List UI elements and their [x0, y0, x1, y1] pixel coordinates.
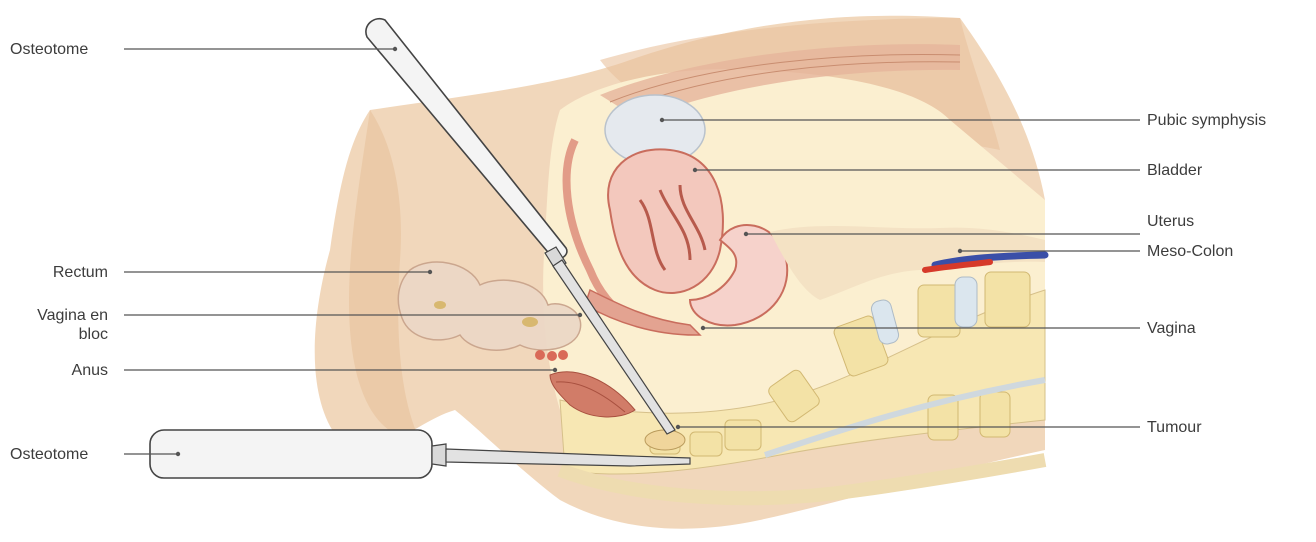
- label-meso-colon: Meso-Colon: [1147, 242, 1233, 261]
- label-osteotome-bottom: Osteotome: [10, 445, 118, 464]
- label-uterus: Uterus: [1147, 212, 1194, 231]
- label-rectum: Rectum: [10, 263, 108, 282]
- label-vagina-en-bloc-line2: bloc: [10, 325, 108, 344]
- label-vagina-en-bloc-line1: Vagina en: [10, 306, 108, 325]
- label-vagina: Vagina: [1147, 319, 1196, 338]
- label-meso-colon-text: Meso-Colon: [1147, 243, 1233, 260]
- label-osteotome-top: Osteotome: [10, 40, 118, 59]
- label-osteotome-bottom-text: Osteotome: [10, 446, 88, 463]
- label-pubic-symphysis: Pubic symphysis: [1147, 111, 1266, 130]
- label-rectum-text: Rectum: [53, 264, 108, 281]
- tumour-shape: [645, 430, 685, 450]
- label-anus-text: Anus: [72, 362, 108, 379]
- label-uterus-text: Uterus: [1147, 213, 1194, 230]
- label-vagina-en-bloc: Vagina en bloc: [10, 306, 108, 344]
- label-tumour: Tumour: [1147, 418, 1202, 437]
- label-pubic-symphysis-text: Pubic symphysis: [1147, 112, 1266, 129]
- label-bladder: Bladder: [1147, 161, 1202, 180]
- label-vagina-text: Vagina: [1147, 320, 1196, 337]
- label-anus: Anus: [10, 361, 108, 380]
- label-osteotome-top-text: Osteotome: [10, 41, 88, 58]
- label-bladder-text: Bladder: [1147, 162, 1202, 179]
- label-tumour-text: Tumour: [1147, 419, 1202, 436]
